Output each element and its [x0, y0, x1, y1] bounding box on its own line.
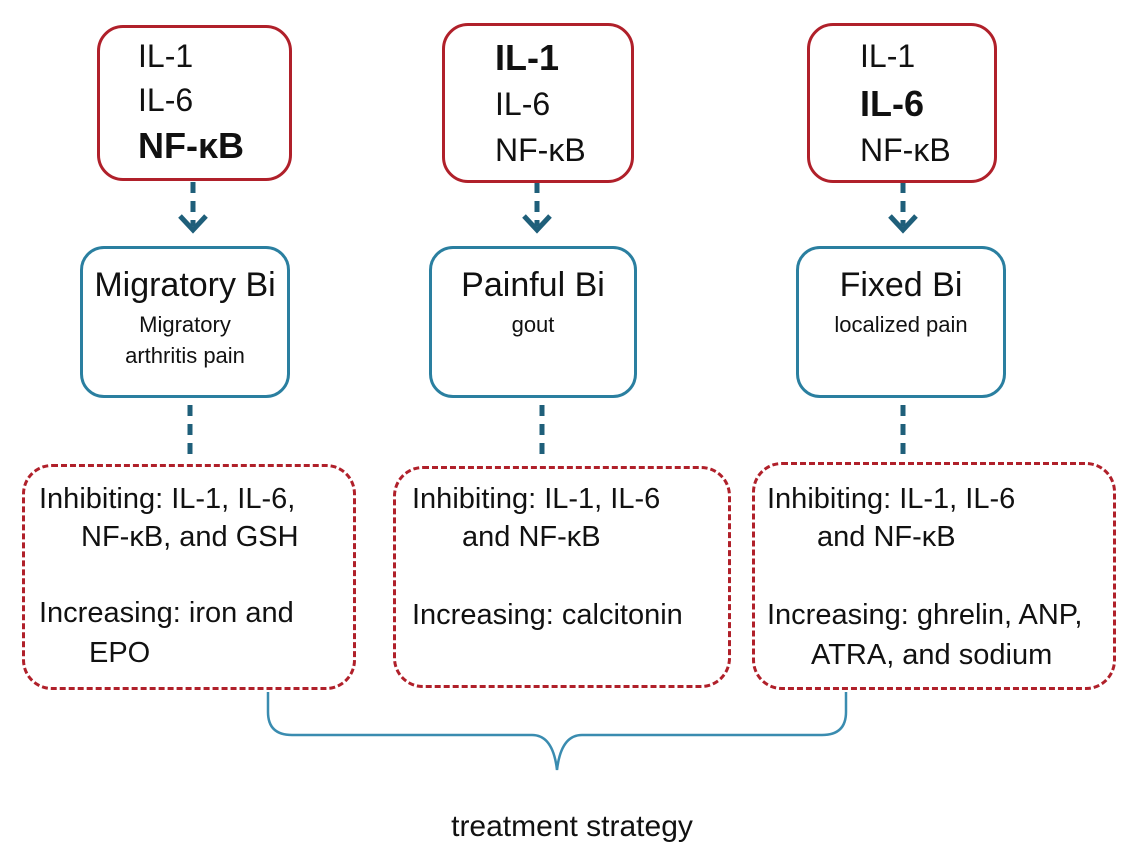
marker-il6: IL-6 [860, 83, 925, 124]
marker-il6: IL-6 [495, 86, 551, 122]
category-subtitle-line1: Migratory [139, 312, 231, 338]
inhibit-line2: and NF-κB [462, 521, 601, 553]
arrowhead-migratory [178, 214, 208, 234]
category-subtitle-line1: localized pain [834, 312, 968, 338]
marker-box-migratory: IL-1 IL-6 NF-κB [97, 25, 292, 181]
increase-line1: Increasing: calcitonin [412, 599, 683, 631]
treatment-brace [266, 692, 848, 771]
strategy-box-fixed: Inhibiting: IL-1, IL-6 and NF-κB Increas… [752, 462, 1116, 690]
increase-line2: ATRA, and sodium [811, 639, 1053, 671]
inhibit-line1: Inhibiting: IL-1, IL-6 [412, 483, 661, 515]
increase-line1: Increasing: iron and [39, 597, 294, 629]
marker-nfkb: NF-κB [138, 125, 245, 166]
category-subtitle-line1: gout [511, 312, 555, 338]
inhibit-line2: NF-κB, and GSH [81, 521, 299, 553]
inhibit-line1: Inhibiting: IL-1, IL-6 [767, 483, 1016, 515]
arrowhead-fixed [888, 214, 918, 234]
category-box-migratory: Migratory Bi Migratory arthritis pain [80, 246, 290, 398]
marker-il6: IL-6 [138, 82, 194, 118]
increase-line1: Increasing: ghrelin, ANP, [767, 599, 1083, 631]
marker-il1: IL-1 [495, 37, 560, 78]
inhibit-line1: Inhibiting: IL-1, IL-6, [39, 483, 296, 515]
category-title: Painful Bi [461, 266, 605, 304]
category-title: Fixed Bi [839, 266, 963, 304]
marker-nfkb: NF-κB [495, 132, 586, 168]
increase-line2: EPO [89, 637, 151, 669]
category-title: Migratory Bi [94, 266, 276, 304]
marker-il1: IL-1 [860, 38, 916, 74]
arrowhead-painful [522, 214, 552, 234]
category-box-painful: Painful Bi gout [429, 246, 637, 398]
category-box-fixed: Fixed Bi localized pain [796, 246, 1006, 398]
strategy-box-migratory: Inhibiting: IL-1, IL-6, NF-κB, and GSH I… [22, 464, 356, 690]
category-subtitle-line2: arthritis pain [125, 343, 245, 369]
inhibit-line2: and NF-κB [817, 521, 956, 553]
marker-box-fixed: IL-1 IL-6 NF-κB [807, 23, 997, 183]
marker-il1: IL-1 [138, 38, 194, 74]
footer-label: treatment strategy [451, 810, 693, 843]
marker-box-painful: IL-1 IL-6 NF-κB [442, 23, 634, 183]
strategy-box-painful: Inhibiting: IL-1, IL-6 and NF-κB Increas… [393, 466, 731, 688]
marker-nfkb: NF-κB [860, 132, 951, 168]
